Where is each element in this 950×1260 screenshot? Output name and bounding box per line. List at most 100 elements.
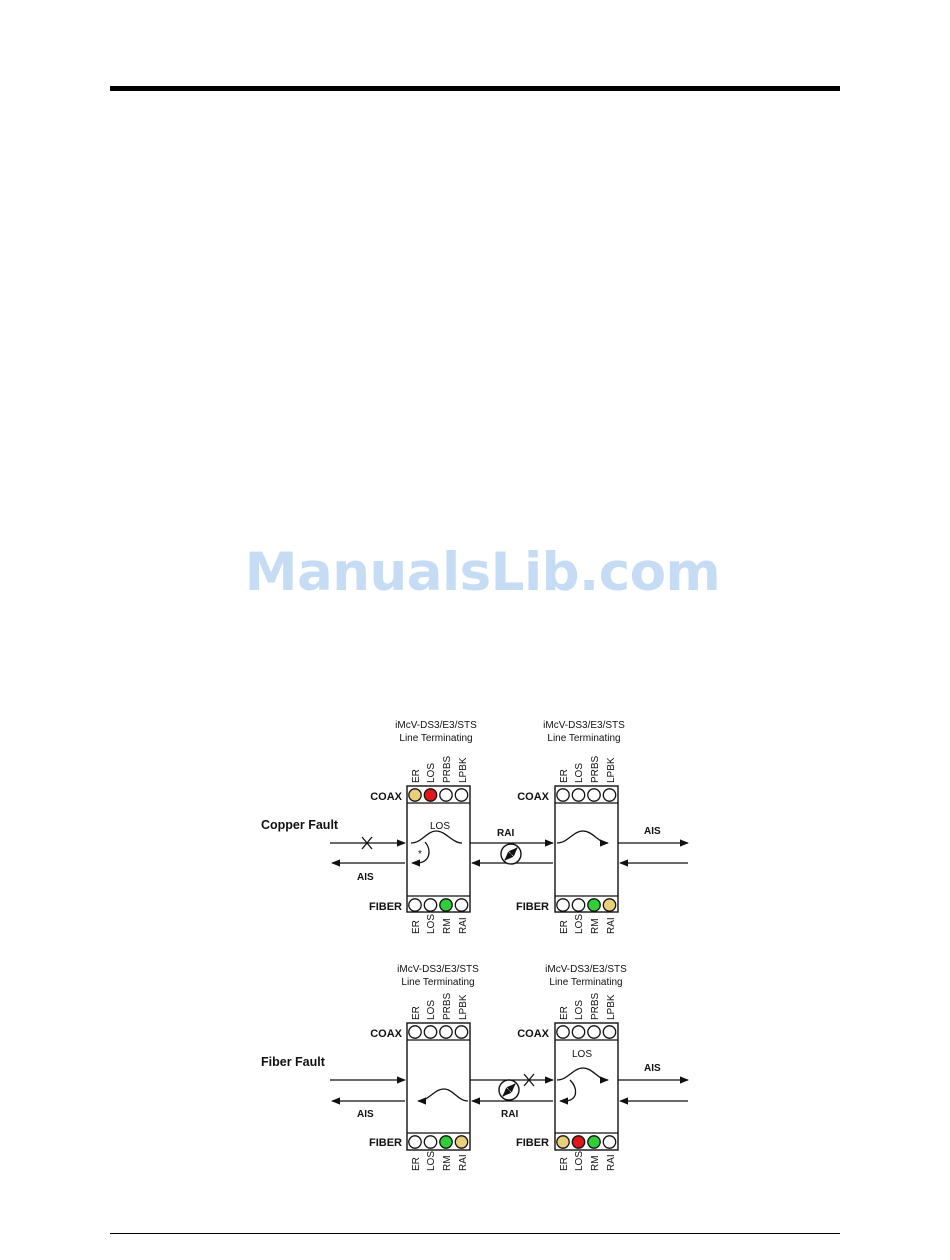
rai-label: RAI — [501, 1109, 518, 1120]
led-indicator-amber — [408, 788, 422, 802]
led-indicator-off — [587, 1025, 601, 1039]
led-indicator-off — [556, 788, 570, 802]
coax-led-names: ER LOS PRBS LPBK — [559, 755, 617, 783]
device-subtitle: Line Terminating — [547, 733, 620, 744]
led-name: ER — [411, 769, 422, 783]
coax-label: COAX — [517, 791, 549, 803]
coax-leds — [408, 1025, 469, 1039]
header-rule — [110, 86, 840, 91]
led-name: ER — [411, 1006, 422, 1020]
fiber-leds — [408, 1135, 469, 1149]
unit-box — [554, 785, 619, 913]
ais-label: AIS — [357, 872, 374, 883]
coax-label: COAX — [370, 791, 402, 803]
led-name: PRBS — [590, 992, 601, 1020]
break-mark — [523, 1073, 535, 1087]
los-curve — [410, 830, 463, 844]
led-indicator-off — [408, 1025, 422, 1039]
led-name: RAI — [458, 1154, 469, 1171]
led-name: PRBS — [442, 755, 453, 783]
led-name: RAI — [458, 917, 469, 934]
led-name: ER — [411, 1157, 422, 1171]
fiber-link-icon — [500, 843, 522, 865]
led-indicator-off — [571, 1025, 586, 1039]
ais-label: AIS — [644, 826, 661, 837]
led-name: RM — [590, 918, 601, 934]
led-indicator-off — [454, 898, 469, 912]
fiber-link-icon — [498, 1079, 520, 1101]
coax-label: COAX — [517, 1028, 549, 1040]
scenario-fiber-fault: Fiber Fault iMcV-DS3/E3/STS Line Termina… — [261, 964, 689, 1171]
led-name: RM — [590, 1155, 601, 1171]
watermark: ManualsLib.com — [244, 542, 721, 603]
fault-label: Fiber Fault — [261, 1055, 326, 1069]
led-name: RAI — [606, 1154, 617, 1171]
fiber-leds — [556, 898, 617, 912]
led-name: ER — [559, 1157, 570, 1171]
fault-label: Copper Fault — [261, 818, 339, 832]
led-indicator-off — [408, 898, 422, 912]
led-name: LPBK — [606, 757, 617, 783]
coax-led-names: ER LOS PRBS LPBK — [411, 992, 469, 1020]
led-indicator-off — [571, 788, 586, 802]
led-indicator-off — [439, 1025, 453, 1039]
led-indicator-off — [439, 788, 453, 802]
led-indicator-green — [587, 1135, 601, 1149]
left-unit: iMcV-DS3/E3/STS Line Terminating ER LOS … — [369, 720, 477, 934]
led-name: LOS — [574, 914, 585, 934]
los-label: LOS — [430, 821, 450, 832]
led-name: LOS — [426, 1151, 437, 1171]
fiber-label: FIBER — [516, 901, 549, 913]
led-name: LOS — [574, 1151, 585, 1171]
led-indicator-off — [423, 1135, 438, 1149]
led-name: RM — [442, 918, 453, 934]
led-indicator-off — [454, 1025, 469, 1039]
fiber-leds — [556, 1135, 617, 1149]
right-unit: iMcV-DS3/E3/STS Line Terminating ER LOS … — [516, 720, 625, 934]
led-indicator-off — [602, 788, 617, 802]
footer-rule — [110, 1233, 840, 1234]
los-label: LOS — [572, 1049, 592, 1060]
led-indicator-off — [602, 1135, 617, 1149]
left-unit: iMcV-DS3/E3/STS Line Terminating ER LOS … — [369, 964, 479, 1171]
coax-led-names: ER LOS PRBS LPBK — [559, 992, 617, 1020]
device-title: iMcV-DS3/E3/STS — [545, 964, 627, 975]
led-name: ER — [559, 920, 570, 934]
coax-leds — [556, 1025, 617, 1039]
loopback-curve — [411, 841, 430, 867]
led-name: LOS — [574, 763, 585, 783]
device-subtitle: Line Terminating — [401, 977, 474, 988]
unit-box — [406, 785, 471, 913]
led-indicator-off — [423, 898, 438, 912]
led-indicator-off — [423, 1025, 438, 1039]
led-indicator-green — [587, 898, 601, 912]
fiber-led-names: ER LOS RM RAI — [559, 1151, 617, 1171]
fiber-led-names: ER LOS RM RAI — [411, 1151, 469, 1171]
led-name: RAI — [606, 917, 617, 934]
device-subtitle: Line Terminating — [549, 977, 622, 988]
los-curve — [556, 1067, 609, 1084]
device-title: iMcV-DS3/E3/STS — [543, 720, 625, 731]
led-indicator-off — [587, 788, 601, 802]
rai-label: RAI — [497, 828, 514, 839]
fiber-led-names: ER LOS RM RAI — [559, 914, 617, 934]
led-name: LOS — [426, 914, 437, 934]
led-indicator-off — [454, 788, 469, 802]
led-indicator-green — [439, 898, 453, 912]
led-name: LOS — [574, 1000, 585, 1020]
led-name: ER — [559, 769, 570, 783]
led-name: PRBS — [442, 992, 453, 1020]
ais-label: AIS — [357, 1109, 374, 1120]
led-name: PRBS — [590, 755, 601, 783]
led-indicator-red — [571, 1135, 586, 1149]
led-name: LOS — [426, 1000, 437, 1020]
led-name: LPBK — [606, 994, 617, 1020]
unit-box — [406, 1022, 471, 1151]
unit-box — [554, 1022, 619, 1151]
led-name: LPBK — [458, 994, 469, 1020]
led-indicator-off — [408, 1135, 422, 1149]
led-indicator-amber — [454, 1135, 469, 1149]
coax-led-names: ER LOS PRBS LPBK — [411, 755, 469, 783]
led-name: ER — [411, 920, 422, 934]
